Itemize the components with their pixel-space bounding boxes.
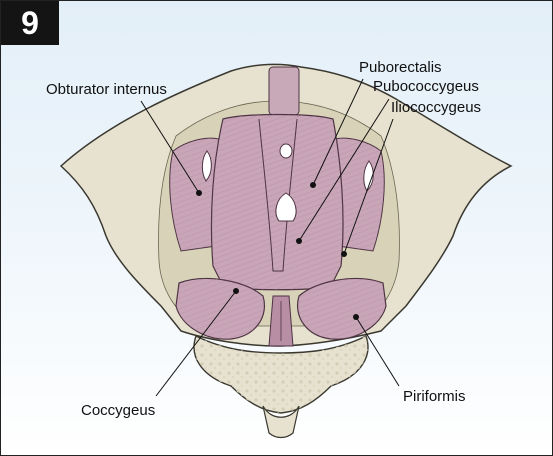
label-piriformis: Piriformis [403,388,466,405]
label-iliococcygeus: Iliococcygeus [391,99,481,116]
urethral-opening [280,144,292,158]
label-puborectalis: Puborectalis [359,59,442,76]
label-coccygeus: Coccygeus [81,402,155,419]
label-obturator-internus: Obturator internus [46,81,167,98]
pubic-symphysis [269,67,299,115]
label-pubococcygeus: Pubococcygeus [373,78,479,95]
figure-number-badge: 9 [1,1,59,45]
